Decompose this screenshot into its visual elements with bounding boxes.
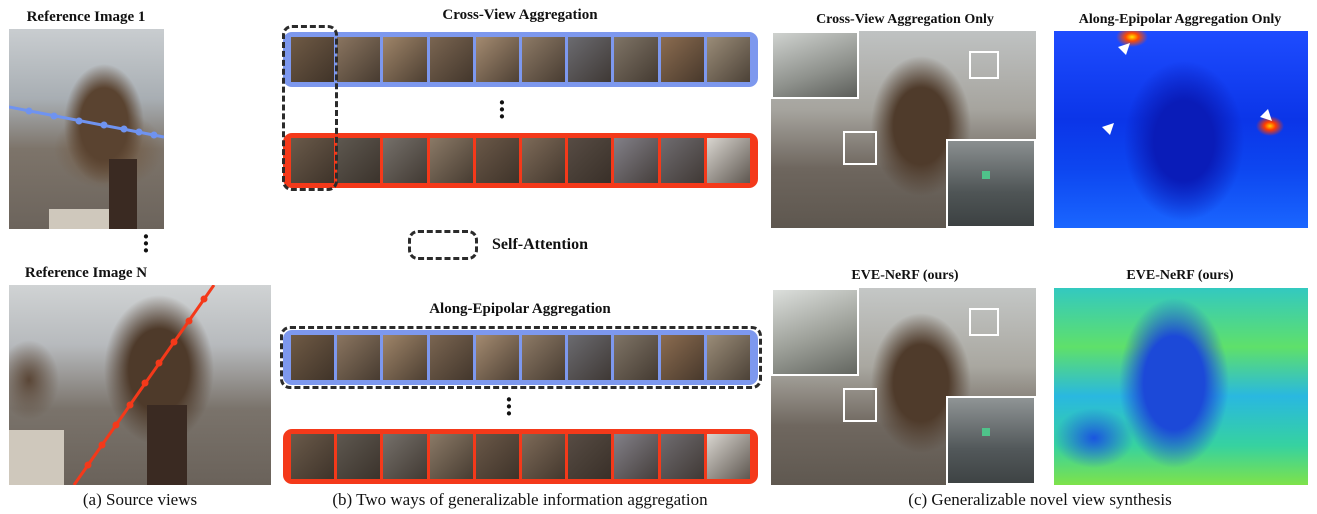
zoom-inset-top-left-ours bbox=[771, 288, 859, 376]
epipolar-blue-patch bbox=[337, 335, 381, 380]
epipolar-red-patch bbox=[660, 434, 704, 479]
cross-view-red-strip bbox=[283, 133, 758, 188]
cross-view-blue-patch bbox=[383, 37, 427, 82]
cross-view-red-patch bbox=[337, 138, 381, 183]
epipolar-blue-patch bbox=[475, 335, 519, 380]
arrow-icon-left bbox=[1086, 123, 1114, 143]
cross-view-red-patch bbox=[522, 138, 566, 183]
cross-view-self-attention-box bbox=[282, 25, 338, 191]
epipolar-red-patch bbox=[429, 434, 473, 479]
epipolar-blue-patch bbox=[660, 335, 704, 380]
self-attention-legend-label: Self-Attention bbox=[492, 236, 588, 253]
zoom-box-top bbox=[969, 51, 999, 79]
along-epipolar-only-heatmap bbox=[1054, 31, 1308, 228]
epipolar-red-patch bbox=[706, 434, 750, 479]
epipolar-red-patch bbox=[522, 434, 566, 479]
zoom-inset-bottom-right-ours bbox=[946, 396, 1036, 485]
cross-view-red-patch bbox=[291, 138, 335, 183]
along-epipolar-aggregation-title: Along-Epipolar Aggregation bbox=[429, 301, 611, 317]
vertical-ellipsis: ··· bbox=[141, 222, 151, 265]
cross-view-red-patch bbox=[429, 138, 473, 183]
cross-view-blue-patch bbox=[660, 37, 704, 82]
arrow-icon-top bbox=[1100, 43, 1130, 67]
caption-a: (a) Source views bbox=[82, 490, 198, 509]
cross-view-blue-patch bbox=[568, 37, 612, 82]
epipolar-red-patch bbox=[614, 434, 658, 479]
zoom-box-left bbox=[843, 131, 877, 165]
cross-view-red-patch bbox=[614, 138, 658, 183]
epipolar-blue-patch bbox=[568, 335, 612, 380]
zoom-inset-top-left bbox=[771, 31, 859, 99]
self-attention-legend-box bbox=[408, 230, 478, 260]
cross-view-blue-patch bbox=[337, 37, 381, 82]
epipolar-blue-patch bbox=[522, 335, 566, 380]
zoom-box-top-ours bbox=[969, 308, 999, 336]
epipolar-blue-patch bbox=[706, 335, 750, 380]
cross-view-aggregation-title: Cross-View Aggregation bbox=[442, 7, 598, 23]
epipolar-red-strip bbox=[283, 429, 758, 484]
eve-nerf-left-title: EVE-NeRF (ours) bbox=[851, 268, 959, 283]
reference-image-1-title: Reference Image 1 bbox=[26, 9, 146, 25]
cross-view-blue-patch bbox=[429, 37, 473, 82]
epipolar-blue-strip bbox=[283, 330, 758, 385]
epipolar-red-patch bbox=[383, 434, 427, 479]
cross-view-blue-patch bbox=[706, 37, 750, 82]
caption-b: (b) Two ways of generalizable informatio… bbox=[332, 490, 708, 509]
epipolar-self-attention-box bbox=[280, 326, 762, 389]
cross-view-red-patch bbox=[383, 138, 427, 183]
cross-view-blue-patch bbox=[475, 37, 519, 82]
epipolar-red-patch bbox=[337, 434, 381, 479]
cross-view-red-patch bbox=[568, 138, 612, 183]
cross-view-ellipsis: ··· bbox=[497, 88, 507, 131]
cross-view-only-render bbox=[771, 31, 1036, 228]
cross-view-red-patch bbox=[660, 138, 704, 183]
along-epipolar-only-title: Along-Epipolar Aggregation Only bbox=[1078, 12, 1282, 27]
epipolar-blue-patch bbox=[383, 335, 427, 380]
arrow-icon-right bbox=[1246, 97, 1272, 121]
cross-view-red-patch bbox=[475, 138, 519, 183]
epipolar-blue-patch bbox=[614, 335, 658, 380]
zoom-inset-bottom-right bbox=[946, 139, 1036, 228]
cross-view-blue-patch bbox=[614, 37, 658, 82]
epipolar-ellipsis: ··· bbox=[504, 385, 514, 428]
caption-c: (c) Generalizable novel view synthesis bbox=[908, 490, 1172, 509]
eve-nerf-render bbox=[771, 288, 1036, 485]
epipolar-blue-patch bbox=[291, 335, 335, 380]
epipolar-red-patch bbox=[568, 434, 612, 479]
epipolar-red-patch bbox=[475, 434, 519, 479]
zoom-box-left-ours bbox=[843, 388, 877, 422]
cross-view-blue-strip bbox=[283, 32, 758, 87]
epipolar-red-patch bbox=[291, 434, 335, 479]
eve-nerf-heatmap bbox=[1054, 288, 1308, 485]
eve-nerf-right-title: EVE-NeRF (ours) bbox=[1126, 268, 1234, 283]
reference-image-n bbox=[9, 285, 271, 485]
reference-image-1 bbox=[9, 29, 164, 229]
cross-view-only-title: Cross-View Aggregation Only bbox=[816, 12, 994, 27]
epipolar-blue-patch bbox=[429, 335, 473, 380]
cross-view-blue-patch bbox=[522, 37, 566, 82]
cross-view-red-patch bbox=[706, 138, 750, 183]
reference-image-n-title: Reference Image N bbox=[24, 265, 148, 281]
cross-view-blue-patch bbox=[291, 37, 335, 82]
